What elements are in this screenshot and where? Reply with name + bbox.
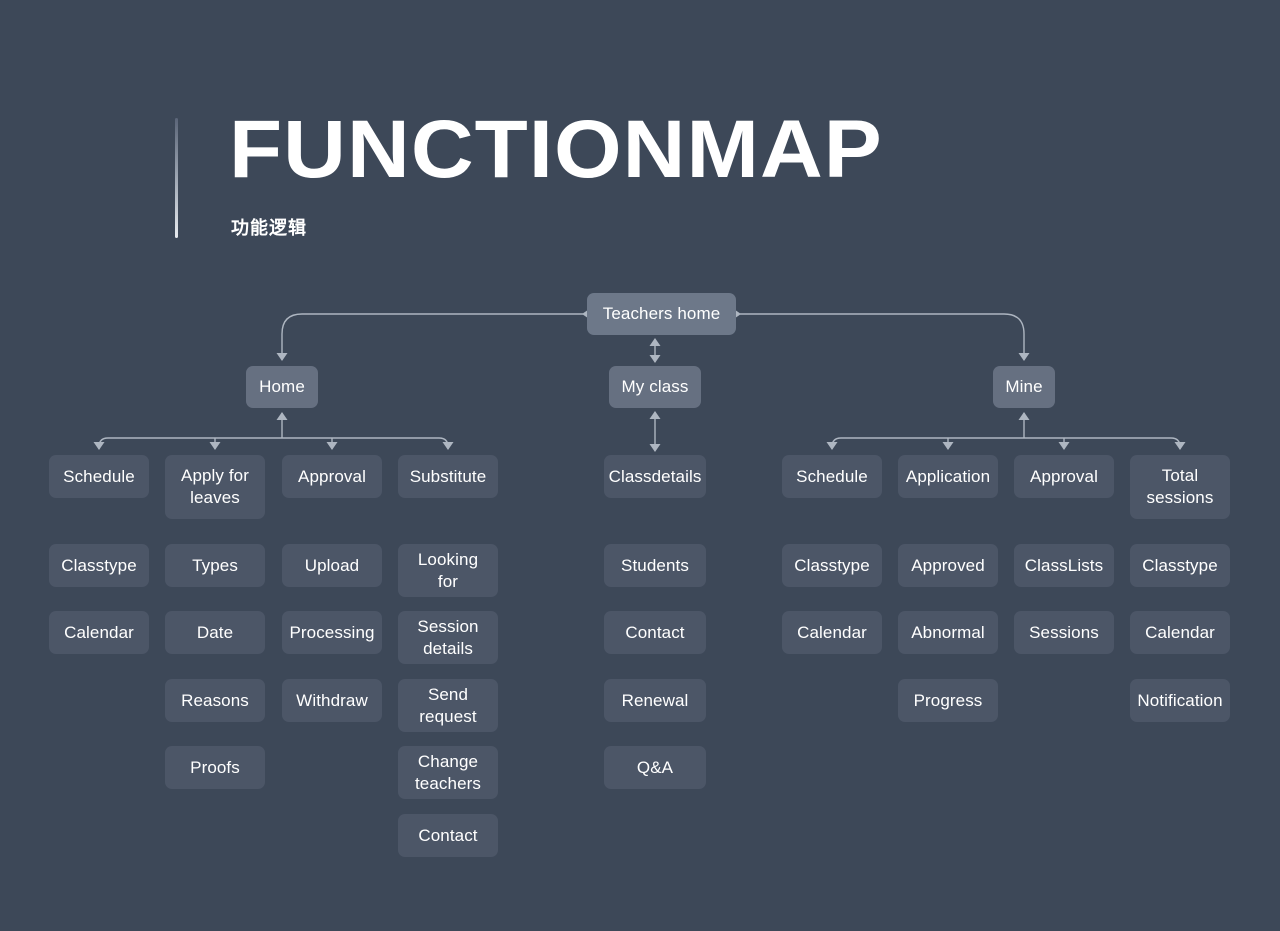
leaf-withdraw[interactable]: Withdraw [282,679,382,722]
leaf-proofs[interactable]: Proofs [165,746,265,789]
leaf-notification[interactable]: Notification [1130,679,1230,722]
leaf-calendar[interactable]: Calendar [49,611,149,654]
leaf-renewal[interactable]: Renewal [604,679,706,722]
leaf-apply-for-leaves[interactable]: Apply for leaves [165,455,265,519]
leaf-approved[interactable]: Approved [898,544,998,587]
node-my-class[interactable]: My class [609,366,701,408]
leaf-q-a[interactable]: Q&A [604,746,706,789]
leaf-students[interactable]: Students [604,544,706,587]
leaf-session-details[interactable]: Session details [398,611,498,664]
leaf-classtype[interactable]: Classtype [49,544,149,587]
leaf-types[interactable]: Types [165,544,265,587]
leaf-calendar[interactable]: Calendar [1130,611,1230,654]
leaf-classtype[interactable]: Classtype [782,544,882,587]
accent-rule [175,118,178,238]
leaf-date[interactable]: Date [165,611,265,654]
leaf-sessions[interactable]: Sessions [1014,611,1114,654]
node-mine[interactable]: Mine [993,366,1055,408]
leaf-contact[interactable]: Contact [398,814,498,857]
leaf-total-sessions[interactable]: Total sessions [1130,455,1230,519]
leaf-looking-for[interactable]: Looking for [398,544,498,597]
leaf-processing[interactable]: Processing [282,611,382,654]
leaf-schedule[interactable]: Schedule [49,455,149,498]
leaf-substitute[interactable]: Substitute [398,455,498,498]
leaf-send-request[interactable]: Send request [398,679,498,732]
page-subtitle: 功能逻辑 [231,218,307,238]
leaf-progress[interactable]: Progress [898,679,998,722]
leaf-classtype[interactable]: Classtype [1130,544,1230,587]
page-title: FUNCTIONMAP [229,104,883,195]
leaf-classdetails[interactable]: Classdetails [604,455,706,498]
leaf-schedule[interactable]: Schedule [782,455,882,498]
leaf-change-teachers[interactable]: Change teachers [398,746,498,799]
leaf-approval[interactable]: Approval [282,455,382,498]
node-home[interactable]: Home [246,366,318,408]
leaf-classlists[interactable]: ClassLists [1014,544,1114,587]
leaf-reasons[interactable]: Reasons [165,679,265,722]
leaf-application[interactable]: Application [898,455,998,498]
leaf-approval[interactable]: Approval [1014,455,1114,498]
leaf-contact[interactable]: Contact [604,611,706,654]
page-header: FUNCTIONMAP 功能逻辑 [0,0,1280,270]
leaf-calendar[interactable]: Calendar [782,611,882,654]
leaf-upload[interactable]: Upload [282,544,382,587]
node-teachers-home[interactable]: Teachers home [587,293,736,335]
leaf-abnormal[interactable]: Abnormal [898,611,998,654]
